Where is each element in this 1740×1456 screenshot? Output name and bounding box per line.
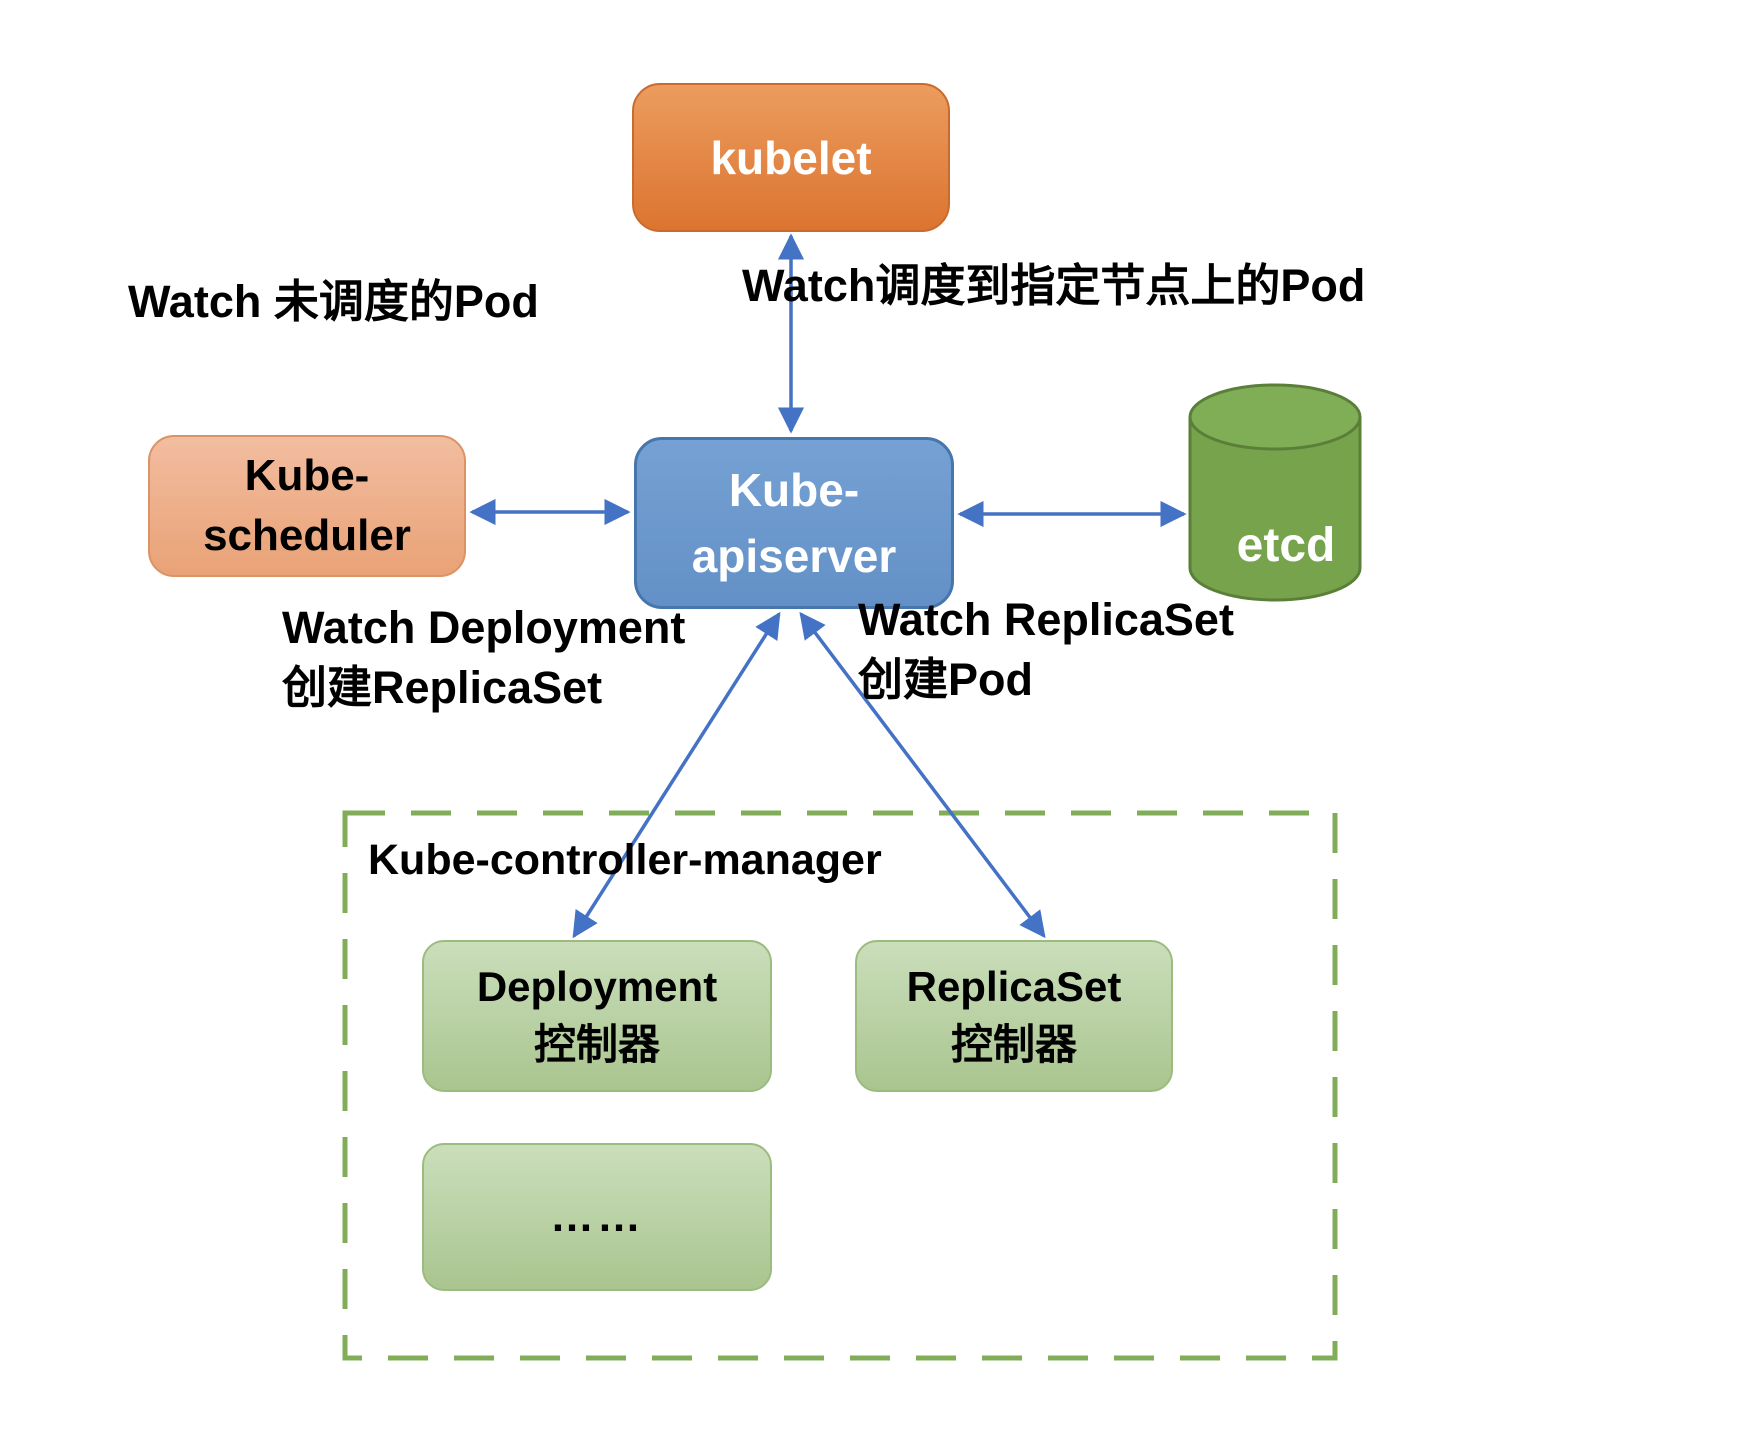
node-kubelet-label: kubelet (710, 131, 872, 184)
node-more-controllers: …… (422, 1143, 772, 1291)
label-watch-deployment: Watch Deployment 创建ReplicaSet (282, 598, 685, 718)
node-replicaset-controller-line2: 控制器 (950, 1021, 1077, 1068)
node-replicaset-controller-line1: ReplicaSet (906, 963, 1122, 1010)
node-deployment-controller-line2: 控制器 (533, 1021, 660, 1068)
node-kube-apiserver-label-line1: Kube- (728, 464, 860, 516)
label-watch-replicaset-line2: 创建Pod (858, 654, 1033, 705)
label-watch-replicaset-line1: Watch ReplicaSet (858, 594, 1234, 645)
node-kube-scheduler-label-line1: Kube- (244, 451, 370, 500)
node-deployment-controller-line1: Deployment (476, 963, 718, 1010)
label-watch-deployment-line1: Watch Deployment (282, 602, 686, 653)
label-kube-controller-manager: Kube-controller-manager (368, 836, 882, 884)
label-watch-unscheduled-pod: Watch 未调度的Pod (128, 276, 539, 327)
node-kube-apiserver-label-line2: apiserver (691, 530, 897, 582)
label-watch-deployment-line2: 创建ReplicaSet (282, 662, 603, 713)
node-replicaset-controller: ReplicaSet 控制器 (855, 940, 1173, 1092)
node-kube-scheduler: Kube- scheduler (148, 435, 466, 577)
node-more-controllers-label: …… (550, 1192, 644, 1241)
node-kube-apiserver: Kube- apiserver (634, 437, 954, 609)
label-watch-scheduled-pod: Watch调度到指定节点上的Pod (742, 260, 1366, 311)
node-etcd-label: etcd (1236, 519, 1336, 572)
label-watch-replicaset: Watch ReplicaSet 创建Pod (858, 590, 1234, 710)
node-deployment-controller: Deployment 控制器 (422, 940, 772, 1092)
node-kubelet: kubelet (632, 83, 950, 232)
node-kube-scheduler-label-line2: scheduler (203, 511, 411, 560)
